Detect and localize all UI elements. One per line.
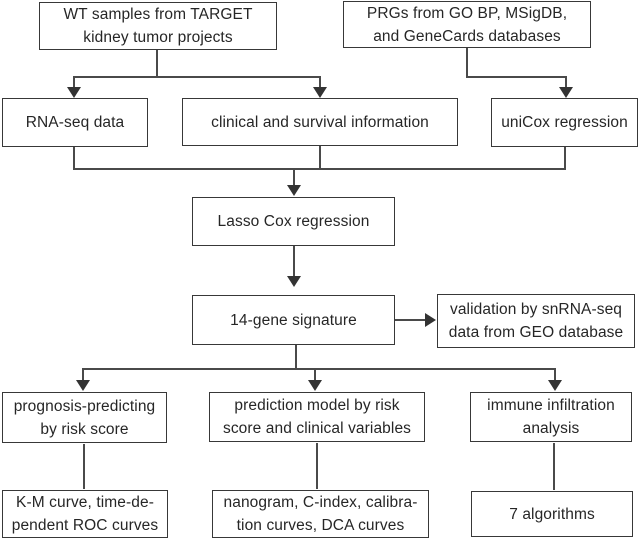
connector-clinical-stub — [319, 146, 321, 170]
node-wt-samples: WT samples from TARGET kidney tumor proj… — [39, 2, 277, 50]
arrow-down-to-unicox — [559, 87, 573, 98]
node-label-line: data from GEO database — [448, 324, 624, 341]
node-label-line: prediction model by risk — [234, 397, 400, 414]
node-label-line: tion curves, DCA curves — [236, 517, 405, 534]
node-unicox-regression: uniCox regression — [491, 98, 638, 147]
node-km-roc-curves: K-M curve, time-de- pendent ROC curves — [2, 490, 168, 538]
connector-to-rnaseq — [73, 76, 75, 89]
node-clinical-survival-info: clinical and survival information — [182, 98, 458, 146]
node-7-algorithms: 7 algorithms — [471, 491, 633, 537]
node-prognosis-predicting: prognosis-predicting by risk score — [2, 392, 167, 443]
node-label-line: 7 algorithms — [509, 505, 595, 523]
node-label-line: PRGs from GO BP, MSigDB, — [366, 4, 568, 22]
connector-signature-to-validation — [395, 319, 426, 321]
node-label-line: prognosis-predicting — [13, 397, 156, 415]
node-label-line: score and clinical variables — [222, 420, 412, 437]
arrow-down-to-signature — [287, 276, 301, 287]
connector-signature-stub — [295, 345, 297, 370]
node-label-line: RNA-seq data — [25, 114, 125, 131]
connector-to-prediction — [314, 368, 316, 381]
connector-prgs-stub — [466, 48, 468, 78]
node-label-line: pendent ROC curves — [11, 517, 159, 534]
connector-to-prognosis — [82, 368, 84, 381]
node-prgs-databases: PRGs from GO BP, MSigDB, and GeneCards d… — [343, 1, 591, 48]
node-label-line: uniCox regression — [501, 114, 628, 131]
node-prediction-model: prediction model by risk score and clini… — [209, 392, 425, 442]
node-label-line: clinical and survival information — [211, 113, 429, 131]
node-label-line: kidney tumor projects — [83, 29, 233, 46]
node-label-line: immune infiltration — [487, 397, 615, 414]
node-label-line: 14-gene signature — [230, 311, 357, 329]
connector-lasso-to-signature — [293, 246, 295, 277]
node-rnaseq-data: RNA-seq data — [2, 98, 148, 147]
connector-unicox-stub — [564, 147, 566, 170]
node-validation-snrnaseq: validation by snRNA-seq data from GEO da… — [437, 294, 635, 348]
node-nomogram-cindex: nanogram, C-index, calibra- tion curves,… — [212, 490, 429, 538]
connector-split-line — [82, 368, 556, 370]
connector-prognosis-to-km — [83, 444, 85, 489]
connector-immune-to-algorithms — [553, 443, 555, 490]
connector-rnaseq-stub — [73, 147, 75, 170]
connector-to-immune — [554, 368, 556, 381]
connector-prgs-branch — [466, 76, 567, 78]
connector-to-unicox — [565, 76, 567, 89]
node-label-line: and GeneCards databases — [373, 27, 561, 45]
arrow-down-to-rnaseq — [67, 87, 81, 98]
arrow-down-to-clinical — [313, 87, 327, 98]
node-lasso-cox-regression: Lasso Cox regression — [192, 197, 395, 246]
connector-wt-branch — [73, 76, 321, 78]
connector-prediction-to-nomogram — [316, 443, 318, 489]
arrow-right-to-validation — [425, 313, 436, 327]
connector-to-lasso — [293, 168, 295, 186]
arrow-down-to-lasso — [287, 185, 301, 196]
node-immune-infiltration: immune infiltration analysis — [470, 392, 632, 442]
node-label-line: by risk score — [40, 420, 129, 438]
arrow-down-to-immune — [548, 380, 562, 391]
connector-to-clinical — [319, 76, 321, 89]
arrow-down-to-prediction — [308, 380, 322, 391]
connector-wt-stub — [156, 50, 158, 78]
node-label-line: nanogram, C-index, calibra- — [223, 494, 418, 511]
node-label-line: validation by snRNA-seq — [449, 301, 623, 318]
connector-join-line — [73, 168, 566, 170]
node-label-line: K-M curve, time-de- — [16, 494, 154, 511]
node-label-line: analysis — [522, 420, 580, 437]
node-14-gene-signature: 14-gene signature — [192, 295, 395, 345]
node-label-line: Lasso Cox regression — [217, 213, 370, 230]
arrow-down-to-prognosis — [76, 380, 90, 391]
node-label-line: WT samples from TARGET — [63, 6, 253, 23]
